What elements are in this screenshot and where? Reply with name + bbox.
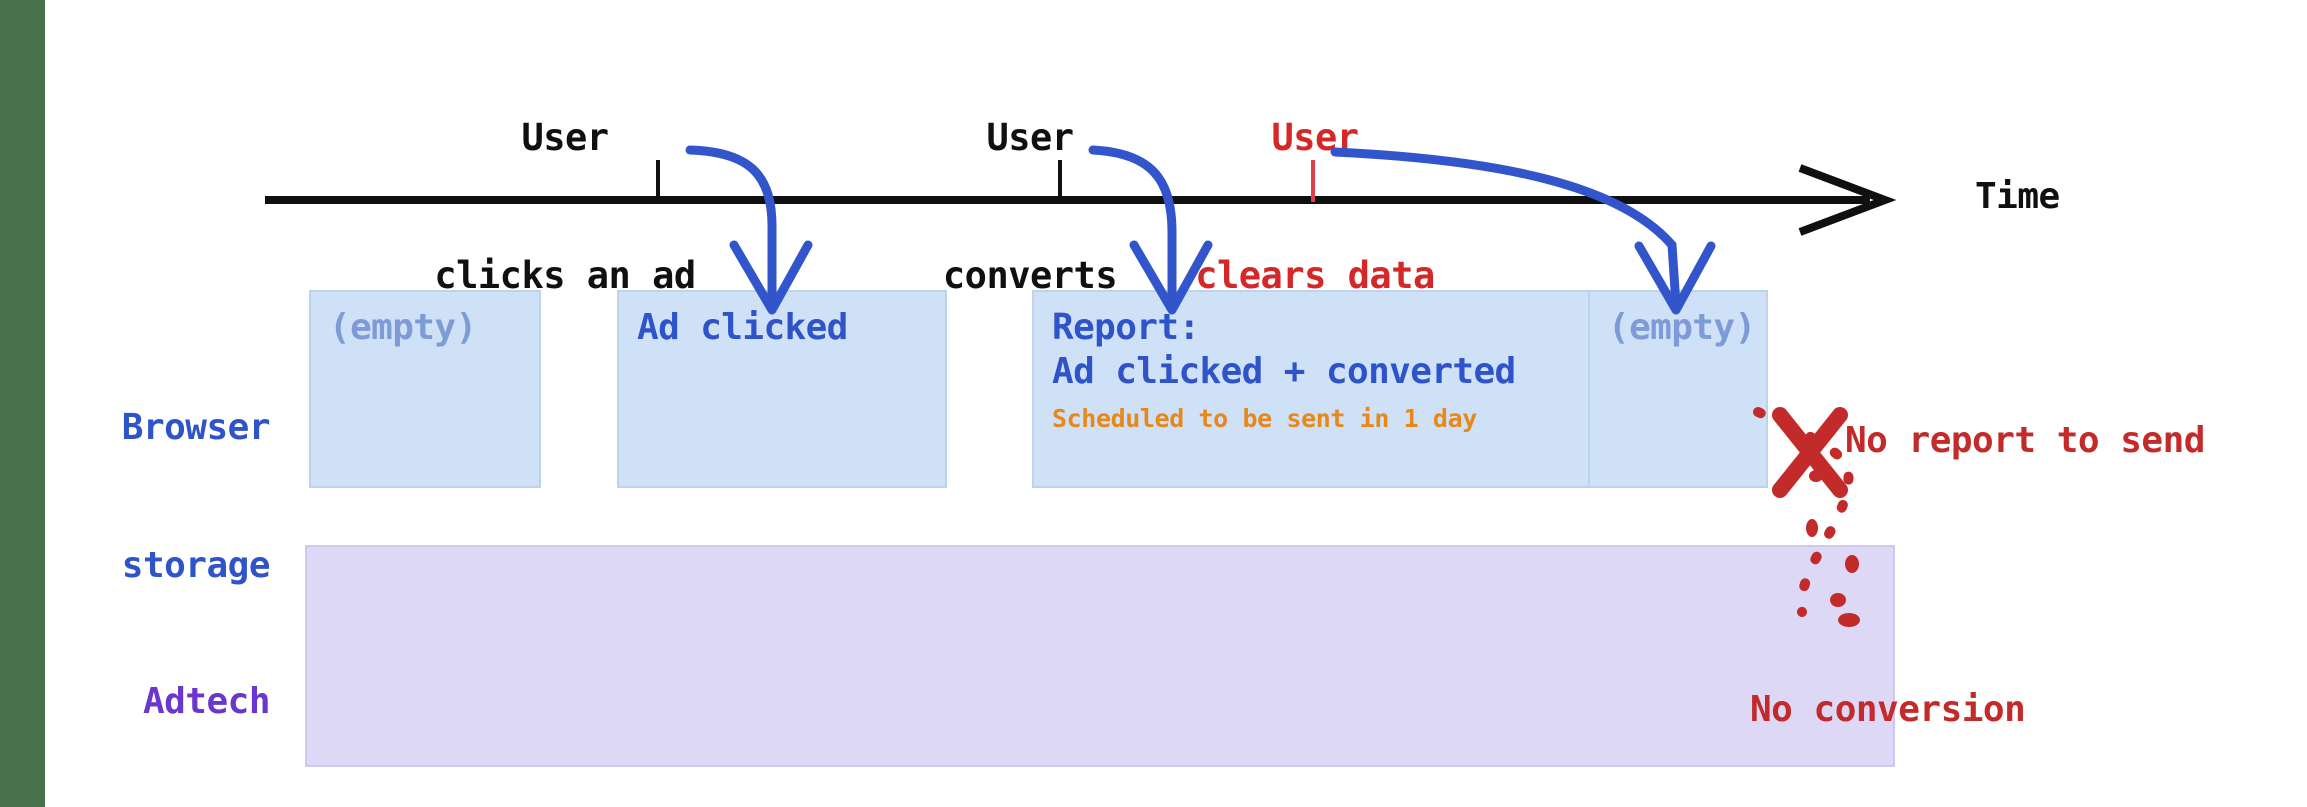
event-label-clear-data-line1: User bbox=[1271, 115, 1359, 159]
storage-box-state-ad-clicked-line-0: Ad clicked bbox=[637, 307, 848, 348]
storage-box-state-report-line-1: Ad clicked + converted bbox=[1052, 350, 1516, 392]
event-label-click-line1: User bbox=[521, 115, 609, 159]
row-label-adtech-server: Adtech server bbox=[60, 587, 271, 807]
event-label-convert: User converts bbox=[900, 22, 1160, 392]
storage-box-state-ad-clicked: Ad clicked bbox=[617, 290, 947, 488]
storage-box-state-report: Report: Ad clicked + converted Scheduled… bbox=[1032, 290, 1590, 488]
row-label-browser-storage: Browser storage bbox=[60, 313, 271, 682]
row-label-browser-storage-line2: storage bbox=[121, 545, 271, 587]
row-label-browser-storage-line1: Browser bbox=[121, 407, 271, 449]
left-color-strip bbox=[0, 0, 45, 807]
note-no-conversion-reported: No conversion reported to adtech bbox=[1750, 595, 2131, 807]
storage-box-state-report-line-0: Report: bbox=[1052, 307, 1200, 348]
storage-box-state-initial-line-0: (empty) bbox=[329, 307, 477, 348]
timeline-axis-caption: Time bbox=[1975, 176, 2060, 217]
storage-box-state-initial: (empty) bbox=[309, 290, 541, 488]
note-no-conversion-reported-line1: No conversion bbox=[1750, 689, 2026, 731]
row-label-adtech-server-line1: Adtech bbox=[142, 681, 271, 723]
adtech-server-track bbox=[305, 545, 1895, 767]
event-label-convert-line1: User bbox=[986, 115, 1074, 159]
storage-box-state-cleared: (empty) bbox=[1588, 290, 1768, 488]
note-no-report-to-send: No report to send bbox=[1845, 420, 2205, 461]
storage-box-state-report-line-2: Scheduled to be sent in 1 day bbox=[1052, 403, 1477, 433]
storage-box-state-cleared-line-0: (empty) bbox=[1608, 307, 1756, 348]
